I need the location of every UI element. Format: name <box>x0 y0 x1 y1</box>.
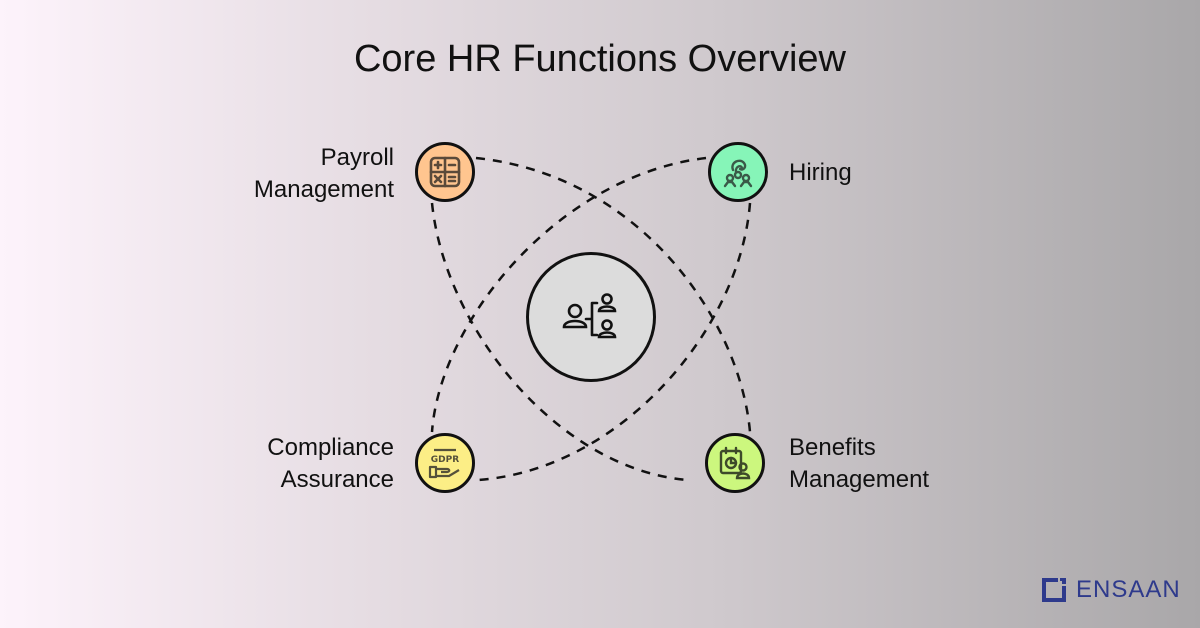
node-compliance[interactable]: GDPR <box>415 433 475 493</box>
label-compliance-line1: Compliance <box>267 434 394 461</box>
node-hiring[interactable] <box>708 142 768 202</box>
hiring-group-icon <box>723 159 753 188</box>
brand-logo: ENSAAN <box>1040 576 1181 604</box>
label-payroll: Payroll Management <box>254 142 394 206</box>
gdpr-hand-icon: GDPR <box>428 448 460 479</box>
label-benefits: Benefits Management <box>789 432 929 496</box>
label-compliance: Compliance Assurance <box>267 432 394 496</box>
node-payroll[interactable] <box>415 142 475 202</box>
label-hiring: Hiring <box>789 157 852 189</box>
org-hierarchy-icon <box>562 293 617 339</box>
label-payroll-line2: Management <box>253 176 394 203</box>
ensaan-logo-icon <box>1042 578 1066 602</box>
svg-text:GDPR: GDPR <box>431 455 459 465</box>
calculator-icon <box>429 156 461 188</box>
calendar-user-icon <box>719 446 751 480</box>
center-hub <box>526 252 656 382</box>
page-title: Core HR Functions Overview <box>353 38 847 80</box>
label-payroll-line1: Payroll <box>320 144 394 171</box>
label-hiring-line1: Hiring <box>789 159 852 186</box>
logo-text: ENSAAN <box>1076 576 1181 603</box>
label-compliance-line2: Assurance <box>280 466 394 493</box>
label-benefits-line2: Management <box>789 466 930 493</box>
label-benefits-line1: Benefits <box>789 434 876 461</box>
node-benefits[interactable] <box>705 433 765 493</box>
